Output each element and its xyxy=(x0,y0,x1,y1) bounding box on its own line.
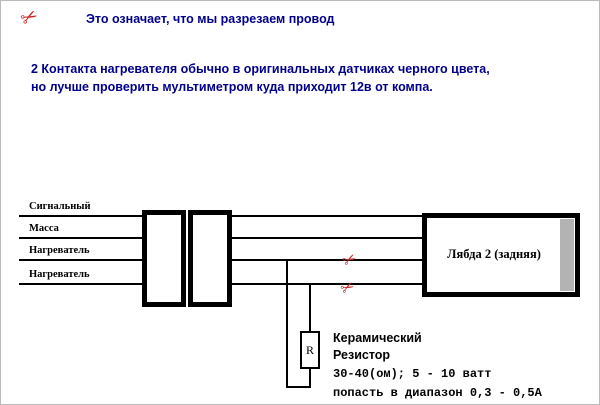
wire-label-heater1: Нагреватель xyxy=(29,245,90,256)
info-text-line2: но лучше проверить мультиметром куда при… xyxy=(31,80,433,94)
resistor-wire-lead-top xyxy=(309,285,311,331)
resistor-caption-line1: Керамический xyxy=(333,331,422,345)
wire-line-heater2-left xyxy=(19,283,144,285)
resistor-box: R xyxy=(300,331,320,369)
wire-line-signal-right xyxy=(231,215,424,217)
info-text-line1: 2 Контакта нагревателя обычно в оригинал… xyxy=(31,62,490,76)
resistor-symbol: R xyxy=(305,342,314,357)
wire-line-heater1-right xyxy=(231,259,424,261)
cut-note-text: Это означает, что мы разрезаем провод xyxy=(86,12,335,26)
wire-line-heater2-right xyxy=(231,283,424,285)
wire-label-signal: Сигнальный xyxy=(29,201,91,212)
scissors-cut-icon-heater1: ✂ xyxy=(340,249,360,272)
wire-line-signal-left xyxy=(19,215,144,217)
scissors-legend-icon: ✂ xyxy=(17,4,43,32)
wire-line-ground-right xyxy=(231,237,424,239)
wire-label-ground: Масса xyxy=(29,223,59,234)
wire-label-heater2: Нагреватель xyxy=(29,269,90,280)
resistor-spec-line2: попасть в диапазон 0,3 - 0,5А xyxy=(333,386,542,400)
connector-block-right-cell xyxy=(188,210,232,307)
resistor-wire-bottom xyxy=(286,386,311,388)
resistor-wire-lead-bottom xyxy=(309,368,311,388)
lambda-sensor-strip xyxy=(560,219,574,291)
scissors-cut-icon-heater2: ✂ xyxy=(338,277,358,300)
wire-line-heater1-left xyxy=(19,259,144,261)
resistor-spec-line1: 30-40(ом); 5 - 10 ватт xyxy=(333,367,492,381)
connector-block-left-cell xyxy=(142,210,186,307)
wire-line-ground-left xyxy=(19,237,144,239)
resistor-caption-line2: Резистор xyxy=(333,348,391,362)
lambda-sensor-block xyxy=(422,213,580,297)
resistor-wire-down xyxy=(286,261,288,388)
lambda-sensor-label: Лябда 2 (задняя) xyxy=(447,247,541,261)
